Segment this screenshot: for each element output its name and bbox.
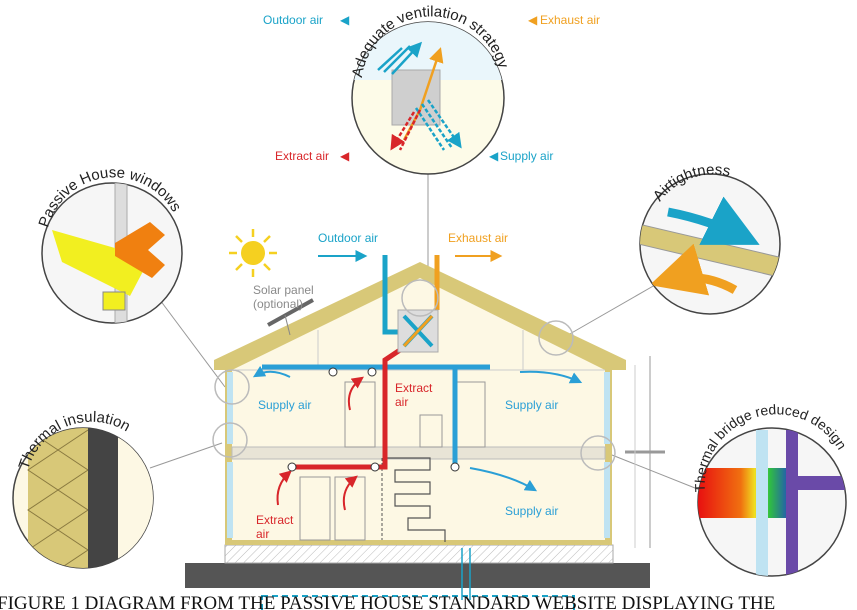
insulation-bubble: Thermal insulation bbox=[13, 409, 158, 590]
svg-text:Exhaust air: Exhaust air bbox=[448, 231, 508, 245]
svg-text:Solar panel: Solar panel bbox=[253, 283, 314, 297]
ground-slab bbox=[185, 563, 650, 588]
balcony bbox=[625, 356, 665, 548]
svg-text:◀: ◀ bbox=[489, 149, 499, 163]
svg-text:air: air bbox=[256, 527, 269, 541]
svg-text:(optional): (optional) bbox=[253, 297, 303, 311]
svg-text:Extract: Extract bbox=[256, 513, 294, 527]
ventilation-bubble: Outdoor air ◀ ◀ Exhaust air Extract air … bbox=[263, 3, 600, 174]
svg-text:air: air bbox=[395, 395, 408, 409]
svg-text:Extract: Extract bbox=[395, 381, 433, 395]
svg-text:Exhaust air: Exhaust air bbox=[540, 13, 600, 27]
svg-text:Supply air: Supply air bbox=[505, 398, 558, 412]
svg-text:Supply air: Supply air bbox=[258, 398, 311, 412]
svg-text:◀: ◀ bbox=[340, 13, 350, 27]
svg-text:Outdoor air: Outdoor air bbox=[263, 13, 323, 27]
svg-text:Supply air: Supply air bbox=[500, 149, 553, 163]
figure-caption: FIGURE 1 DIAGRAM FROM THE PASSIVE HOUSE … bbox=[0, 593, 775, 610]
sun-icon bbox=[229, 229, 277, 277]
svg-text:Supply air: Supply air bbox=[505, 504, 558, 518]
svg-text:Outdoor air: Outdoor air bbox=[318, 231, 378, 245]
airtightness-bubble: Airtightness bbox=[630, 161, 800, 314]
foundation-insulation bbox=[225, 545, 613, 563]
svg-text:Extract air: Extract air bbox=[275, 149, 329, 163]
windows-bubble: Passive House windows bbox=[36, 164, 185, 330]
svg-text:◀: ◀ bbox=[528, 13, 538, 27]
thermal-bridge-bubble: Thermal bridge reduced design bbox=[692, 401, 850, 580]
svg-text:◀: ◀ bbox=[340, 149, 350, 163]
